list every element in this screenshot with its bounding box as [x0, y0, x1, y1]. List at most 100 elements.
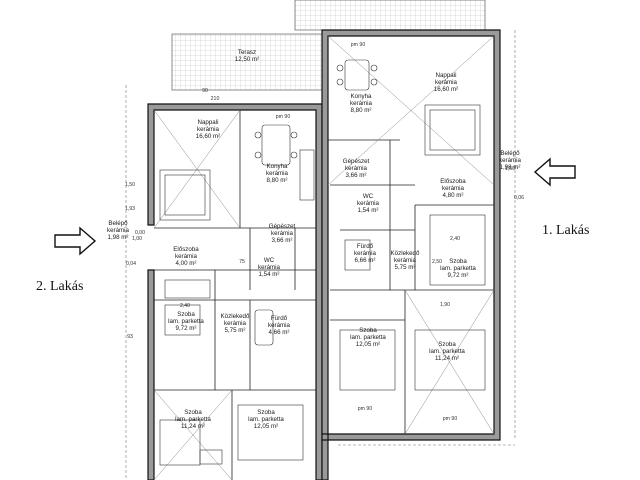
dim-pm90-a: pm 90 — [351, 42, 366, 48]
room-label-line: Konyha — [267, 163, 289, 170]
room-label-line: Gépészet — [343, 158, 370, 165]
room-label-line: Szoba — [359, 327, 377, 334]
dim-1-90: 1,90 — [440, 302, 450, 308]
room-label-line: kerámia — [394, 257, 417, 264]
room-label-line: 16,60 m² — [434, 86, 458, 93]
room-label-line: kerámia — [357, 200, 380, 207]
room-label-line: kerámia — [266, 170, 289, 177]
room-label-line: Előszoba — [173, 246, 199, 253]
room-label-line: kerámia — [197, 126, 220, 133]
room-label-line: 1,54 m² — [358, 207, 379, 214]
room-label-line: kerámia — [345, 165, 368, 172]
room-label-line: 4,80 m² — [443, 192, 464, 199]
unit-label-1: 1. Lakás — [542, 223, 589, 238]
room-label-line: kerámia — [268, 322, 291, 329]
room-label-line: WC — [363, 193, 374, 200]
dimension-marks: 90 210 2,40 1,50 1,00 0,04 75 0,00 pm 90… — [125, 42, 524, 422]
room-label-line: 1,98 m² — [500, 164, 521, 171]
terrace-top — [294, 0, 486, 31]
room-label-line: 12,50 m² — [235, 56, 259, 63]
dim-pm90-b: pm 90 — [276, 114, 291, 120]
terrace-left — [171, 33, 323, 91]
entry-arrow-unit2 — [54, 226, 97, 256]
dim-1-00-a: 1,00 — [132, 236, 142, 242]
room-label-line: Fürdő — [357, 243, 374, 250]
room-label-line: 5,75 m² — [225, 327, 246, 334]
wall-unit2-left-lower — [147, 269, 155, 480]
room-label-line: lam. parketta — [440, 265, 476, 272]
dim-75-a: 75 — [239, 259, 245, 265]
dim-210-a: 210 — [211, 96, 220, 102]
interior-walls — [154, 110, 494, 480]
room-label-line: 6,66 m² — [355, 257, 376, 264]
furniture — [159, 59, 486, 466]
room-label-line: Szoba — [438, 341, 456, 348]
room-label-line: Szoba — [449, 258, 467, 265]
room-label-line: kerámia — [354, 250, 377, 257]
room-label-line: Terasz — [238, 49, 256, 56]
room-label-line: kerámia — [107, 227, 130, 234]
room-label-line: Nappali — [436, 72, 457, 79]
room-label-line: kerámia — [499, 157, 522, 164]
room-label-line: 11,24 m² — [435, 355, 459, 362]
room-label-line: 3,66 m² — [272, 237, 293, 244]
dim-0-06: 0,06 — [514, 195, 524, 201]
dim-90-a: 90 — [202, 88, 208, 94]
room-label-line: WC — [264, 257, 275, 264]
room-label-line: lam. parketta — [168, 318, 204, 325]
room-label-line: kerámia — [435, 79, 458, 86]
dim-2-40-a: 2,40 — [180, 303, 190, 309]
room-label-line: 9,72 m² — [176, 325, 197, 332]
room-label-line: 16,60 m² — [196, 133, 220, 140]
room-label-line: Közlekedő — [391, 250, 420, 257]
room-label-line: 4,66 m² — [269, 329, 290, 336]
room-label-line: 3,66 m² — [346, 172, 367, 179]
room-label-line: kerámia — [271, 230, 294, 237]
room-label-line: kerámia — [442, 185, 465, 192]
entry-arrow-unit1 — [533, 157, 576, 187]
room-label-line: 1,54 m² — [259, 271, 280, 278]
room-label-line: Gépészet — [269, 223, 296, 230]
dim-1-50-b: 1,50 — [505, 166, 515, 172]
room-label-line: Fürdő — [271, 315, 288, 322]
room-label-line: Belépő — [500, 150, 520, 157]
dim-1-93: 1,93 — [125, 206, 135, 212]
room-label-line: 1,98 m² — [108, 234, 129, 241]
wall-unit2-outer — [147, 103, 323, 480]
dim-1-50-a: 1,50 — [125, 182, 135, 188]
dim-0-00-a: 0,00 — [135, 230, 145, 236]
room-label-line: Belépő — [108, 220, 128, 227]
dim-pm90-c: pm 90 — [358, 406, 373, 412]
room-label-line: 12,05 m² — [356, 341, 380, 348]
room-label-line: kerámia — [224, 320, 247, 327]
room-label-line: 8,80 m² — [351, 107, 372, 114]
room-label-line: Nappali — [198, 119, 219, 126]
dim-2-40-b: 2,40 — [450, 236, 460, 242]
room-label-line: kerámia — [175, 253, 198, 260]
room-label-line: lam. parketta — [248, 416, 284, 423]
dim-93: 93 — [127, 334, 133, 340]
room-label-line: 8,80 m² — [267, 177, 288, 184]
room-label-line: kerámia — [258, 264, 281, 271]
room-label-line: lam. parketta — [429, 348, 465, 355]
dim-0-04-a: 0,04 — [126, 261, 136, 267]
